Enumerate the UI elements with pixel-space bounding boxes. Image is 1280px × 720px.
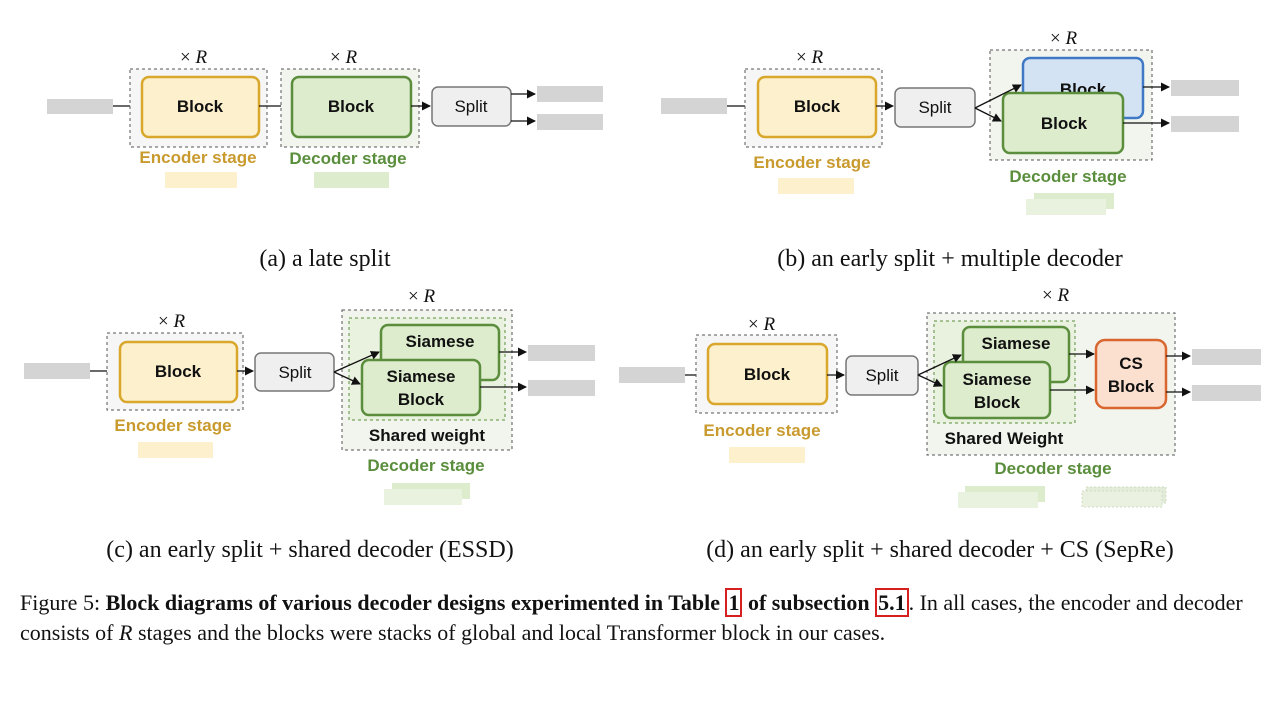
decoder-stage-label: Decoder stage (367, 456, 484, 475)
figure-label: Figure 5: (20, 590, 101, 615)
split-label: Split (454, 97, 487, 116)
shared-weight-label: Shared Weight (945, 429, 1064, 448)
decoder-block (290, 75, 413, 139)
block-label: Block (744, 365, 791, 384)
block-label: Block (328, 97, 375, 116)
cs-block-label-1: CS (1119, 354, 1143, 373)
subfigure-caption-c: (c) an early split + shared decoder (ESS… (106, 537, 513, 563)
encoder-block (118, 340, 239, 404)
cs-block (1094, 338, 1168, 410)
panel-c: × R Block Encoder stage Split × R Siames… (24, 286, 595, 563)
block-label: Block (177, 97, 224, 116)
output-placeholder (1171, 80, 1239, 96)
repeat-label: × R (796, 47, 823, 68)
output-placeholder (537, 86, 603, 102)
siamese-block-label-1: Siamese (963, 370, 1032, 389)
decoder-placeholder (958, 492, 1038, 508)
repeat-label: × R (1042, 285, 1069, 306)
decoder-stage-label: Decoder stage (289, 149, 406, 168)
input-placeholder (24, 363, 90, 379)
output-placeholder (1171, 116, 1239, 132)
repeat-label: × R (330, 47, 357, 68)
encoder-placeholder (138, 442, 213, 458)
caption-bold-1: Block diagrams of various decoder design… (105, 590, 720, 615)
encoder-placeholder (165, 172, 237, 188)
decoder-stage-label: Decoder stage (994, 459, 1111, 478)
repeat-label: × R (748, 314, 775, 335)
repeat-label: × R (1050, 28, 1077, 49)
diagram-canvas: × R Block Encoder stage × R Block Decode… (24, 28, 1261, 563)
encoder-block (706, 342, 829, 406)
encoder-block (140, 75, 261, 139)
decoder-placeholder (314, 172, 389, 188)
caption-text-2: stages and the blocks were stacks of glo… (137, 620, 886, 645)
encoder-stage-label: Encoder stage (139, 148, 256, 167)
panel-a: × R Block Encoder stage × R Block Decode… (47, 47, 603, 272)
caption-var-r: R (119, 620, 133, 645)
input-placeholder (47, 99, 113, 114)
cs-placeholder (1081, 490, 1163, 508)
table-reference-link[interactable]: 1 (725, 588, 743, 617)
repeat-label: × R (158, 311, 185, 332)
panel-d: × R Block Encoder stage Split × R Siames… (619, 285, 1261, 563)
siamese-label: Siamese (982, 334, 1051, 353)
shared-weight-label: Shared weight (369, 426, 486, 445)
decoder-placeholder (384, 489, 462, 505)
figure-caption: Figure 5: Block diagrams of various deco… (20, 588, 1270, 648)
block-label: Block (155, 362, 202, 381)
subfigure-caption-a: (a) a late split (259, 246, 391, 272)
input-placeholder (619, 367, 685, 383)
repeat-label: × R (180, 47, 207, 68)
decoder-stage-label: Decoder stage (1009, 167, 1126, 186)
split-label: Split (918, 98, 951, 117)
split-label: Split (278, 363, 311, 382)
output-placeholder (1192, 349, 1261, 365)
siamese-block-label-2: Block (974, 393, 1021, 412)
split-box (431, 86, 512, 127)
subfigure-caption-d: (d) an early split + shared decoder + CS… (706, 537, 1174, 563)
subfigure-caption-b: (b) an early split + multiple decoder (777, 246, 1122, 272)
caption-text-1: . In all cases, the encoder and decoder … (20, 590, 1243, 645)
panel-b: × R Block Encoder stage Split × R Block … (661, 28, 1239, 272)
output-placeholder (528, 345, 595, 361)
siamese-block-label-2: Block (398, 390, 445, 409)
siamese-label: Siamese (406, 332, 475, 351)
encoder-stage-label: Encoder stage (753, 153, 870, 172)
repeat-label: × R (408, 286, 435, 307)
decoder-placeholder (1026, 199, 1106, 215)
encoder-stage-label: Encoder stage (703, 421, 820, 440)
encoder-block (756, 75, 878, 139)
encoder-placeholder (778, 178, 854, 194)
block-label: Block (794, 97, 841, 116)
block-label: Block (1041, 114, 1088, 133)
split-label: Split (865, 366, 898, 385)
input-placeholder (661, 98, 727, 114)
encoder-placeholder (729, 447, 805, 463)
siamese-block-label-1: Siamese (387, 367, 456, 386)
caption-bold-2: of subsection (747, 590, 870, 615)
encoder-stage-label: Encoder stage (114, 416, 231, 435)
output-placeholder (528, 380, 595, 396)
cs-block-label-2: Block (1108, 377, 1155, 396)
output-placeholder (537, 114, 603, 130)
output-placeholder (1192, 385, 1261, 401)
subsection-reference-link[interactable]: 5.1 (875, 588, 909, 617)
